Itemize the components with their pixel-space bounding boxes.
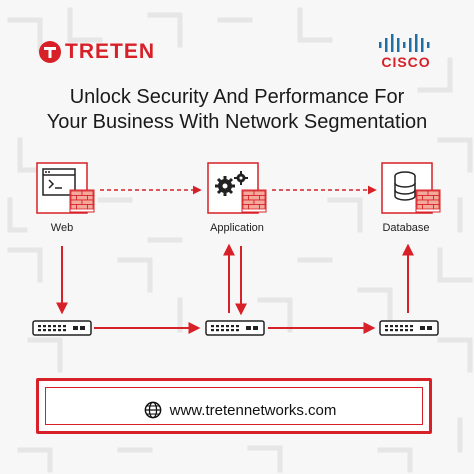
brick-firewall-icon xyxy=(69,189,95,213)
headline-line-1: Unlock Security And Performance For xyxy=(69,86,405,108)
network-switch-left-icon xyxy=(32,320,92,336)
cisco-logo: CISCO xyxy=(376,32,438,72)
brick-firewall-icon xyxy=(241,189,267,213)
headline: Unlock Security And Performance For Your… xyxy=(10,85,464,135)
footer-url-row[interactable]: www.tretennetworks.com xyxy=(3,401,474,424)
network-switch-right-icon xyxy=(379,320,439,336)
cisco-bars-icon xyxy=(379,34,430,52)
globe-icon xyxy=(144,401,161,419)
network-switch-middle-icon xyxy=(205,320,265,336)
treten-logo-text: TRETEN xyxy=(65,40,155,63)
application-node xyxy=(207,162,267,214)
web-node xyxy=(36,162,95,214)
footer-inner-border xyxy=(45,387,423,425)
database-node xyxy=(381,162,441,214)
headline-line-2: Your Business With Network Segmentation xyxy=(46,111,428,133)
node-label-application: Application xyxy=(210,222,264,234)
cisco-logo-text: CISCO xyxy=(381,54,431,70)
treten-logo-mark-icon xyxy=(39,41,61,63)
treten-logo: TRETEN xyxy=(38,40,155,64)
footer-banner: www.tretennetworks.com xyxy=(36,378,432,434)
footer-url-link[interactable]: www.tretennetworks.com xyxy=(169,401,337,419)
brick-firewall-icon xyxy=(415,189,441,213)
node-label-web: Web xyxy=(50,222,74,234)
node-label-database: Database xyxy=(382,222,430,234)
